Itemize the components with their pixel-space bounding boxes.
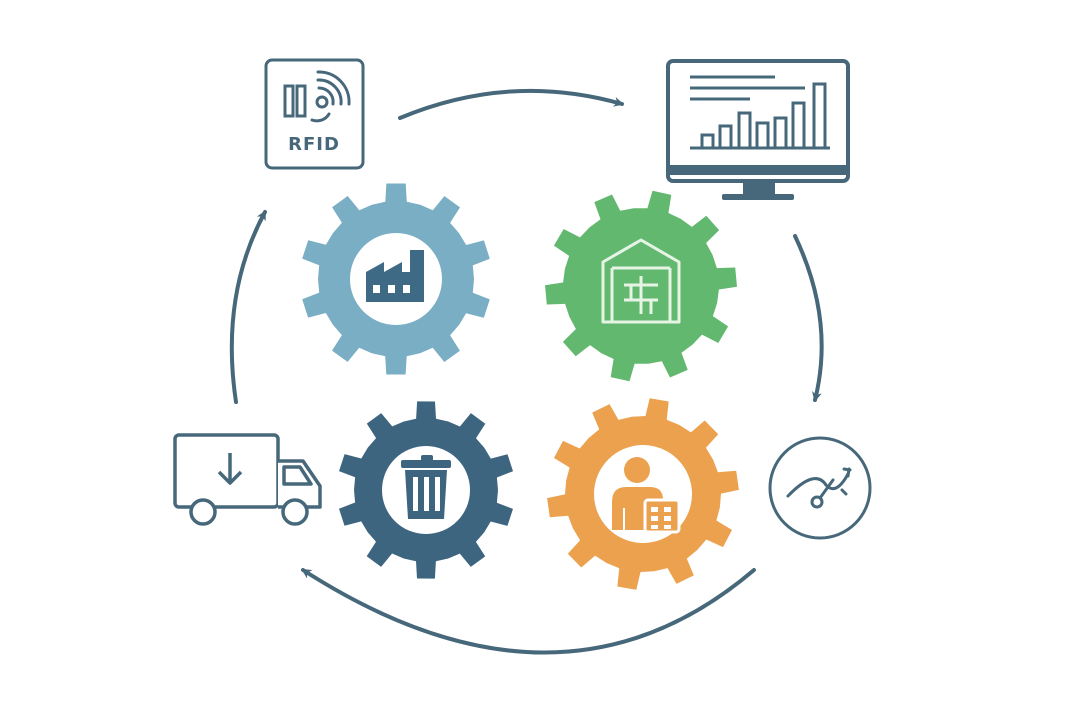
cycle-arrows <box>229 88 824 655</box>
rfid-label: RFID <box>288 134 340 155</box>
arrow-truck-to-rfid <box>229 210 267 404</box>
warehouse-icon <box>601 238 681 324</box>
arrow-monitor-to-gauge <box>793 234 824 402</box>
gear-production <box>302 183 490 375</box>
person-shop-icon <box>612 457 681 534</box>
gear-warehouse <box>545 190 737 382</box>
arrow-rfid-to-monitor <box>398 88 624 120</box>
gear-disposal <box>339 401 513 579</box>
rfid-tag-icon: RFID <box>264 58 365 170</box>
gear-retail <box>547 398 739 590</box>
gauge-meter-icon <box>768 436 872 540</box>
arrow-gauge-to-truck <box>301 568 756 655</box>
delivery-truck-icon <box>173 433 322 526</box>
bar-chart-monitor-icon <box>666 59 850 200</box>
